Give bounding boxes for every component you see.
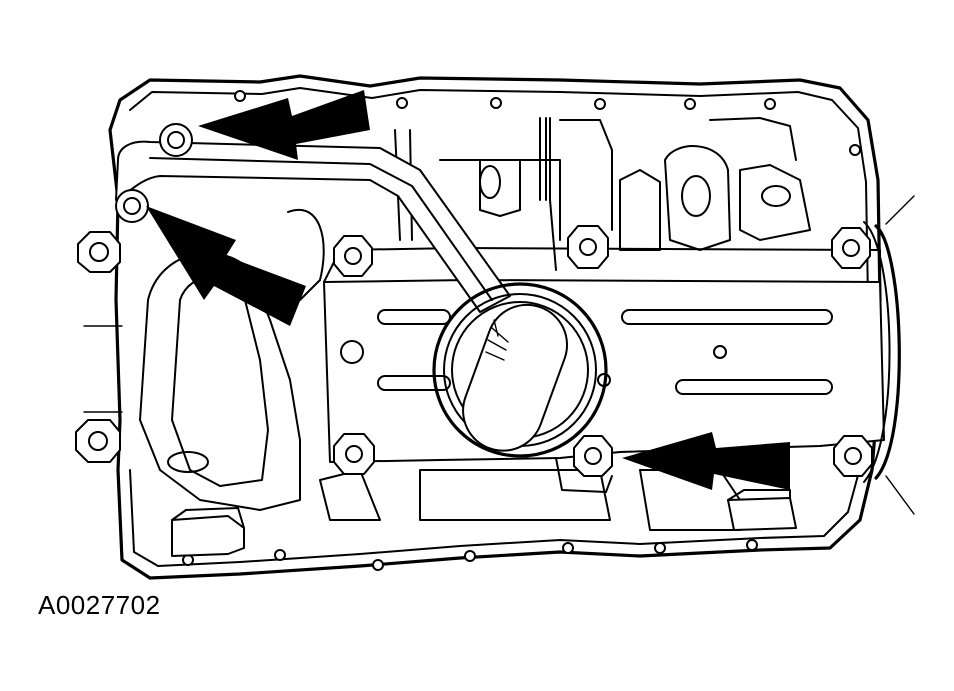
arrow-left-middle [146, 206, 306, 326]
lower-lugs [171, 489, 797, 557]
oil-pickup-tube [115, 123, 613, 493]
arrow-lower-right [622, 432, 790, 490]
arrow-upper-left [198, 90, 370, 160]
oil-pan-outline [108, 74, 882, 580]
callout-arrows [146, 90, 790, 490]
figure-id-label: A0027702 [38, 590, 161, 620]
rear-main-seal [863, 195, 915, 515]
left-side-bolts [75, 231, 123, 463]
